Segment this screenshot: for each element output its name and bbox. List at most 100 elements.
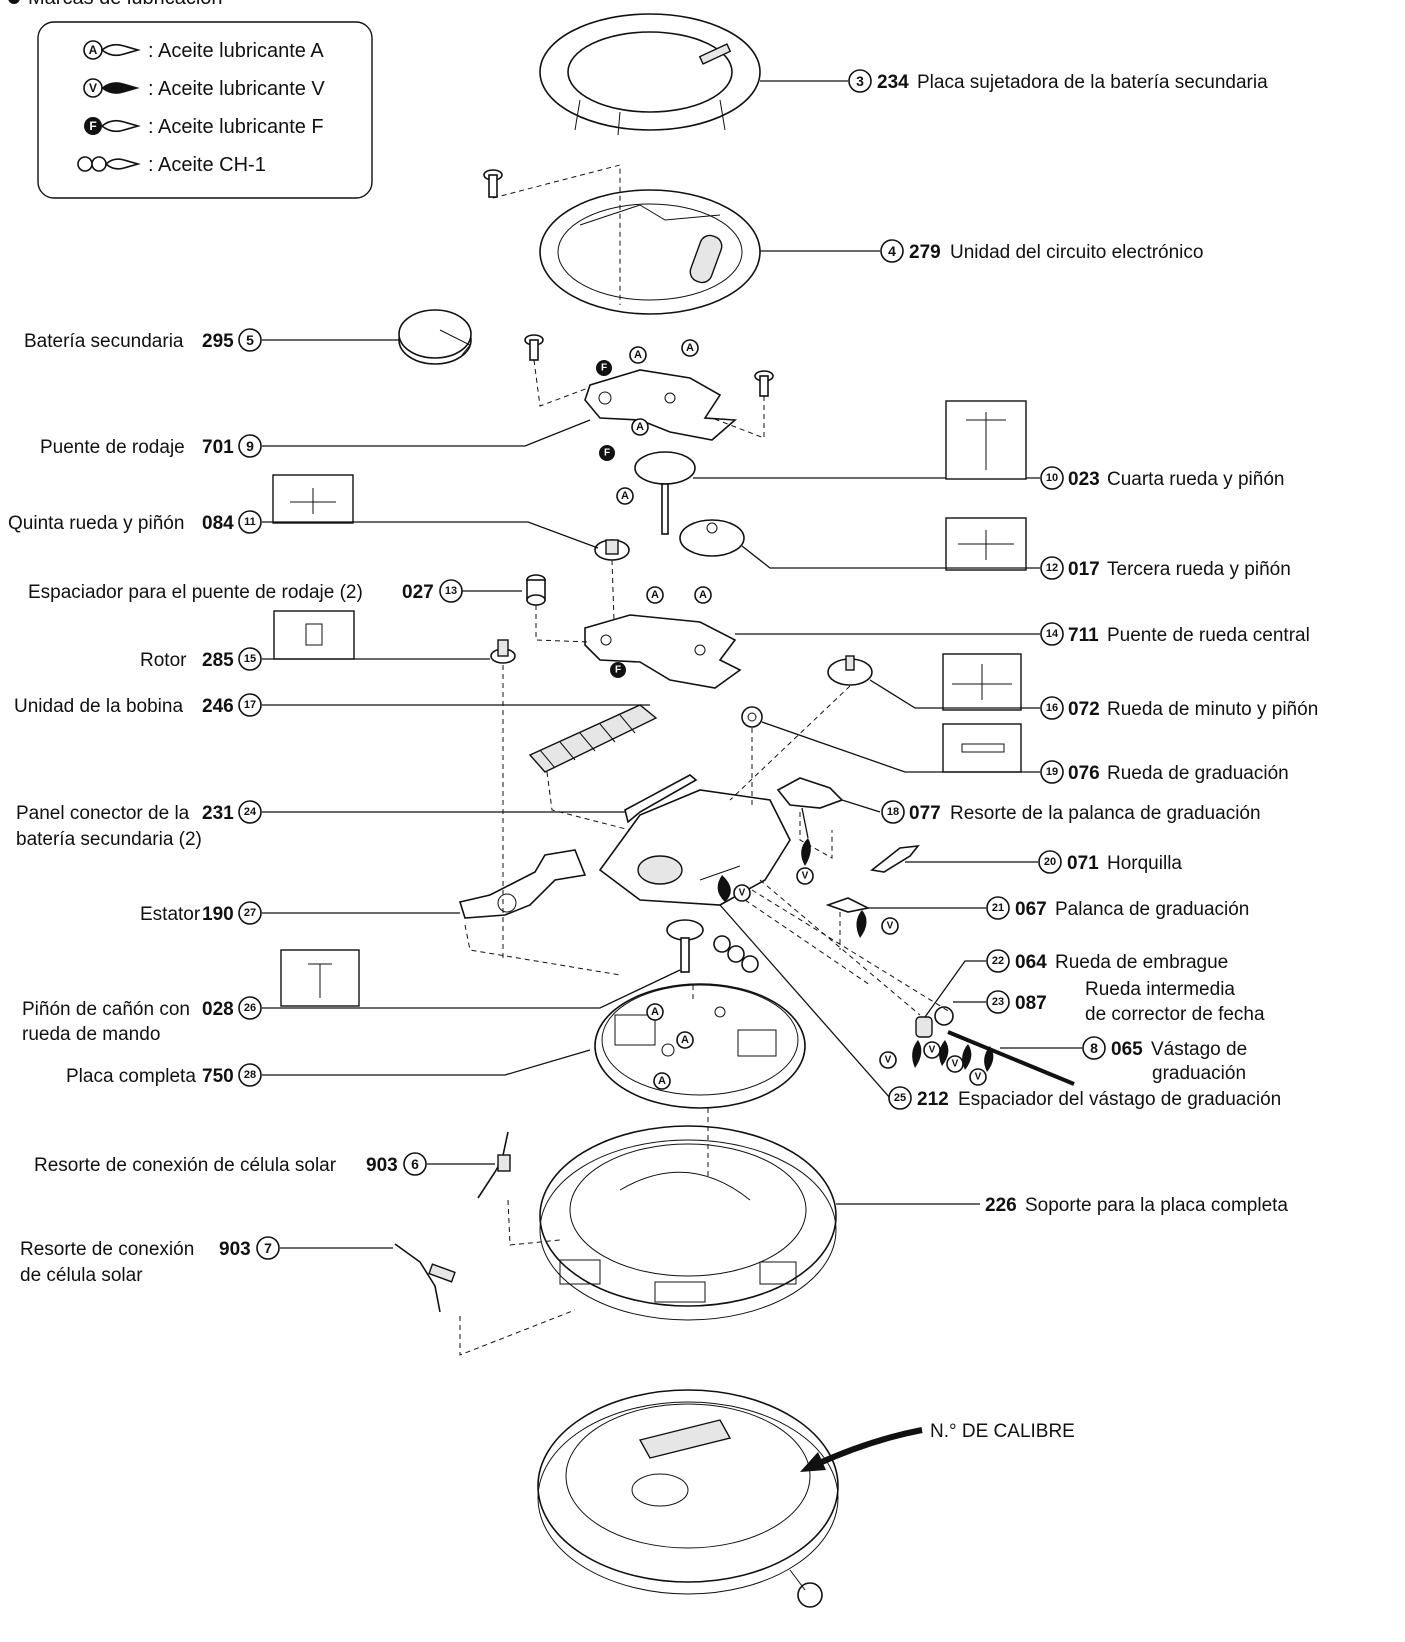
svg-text:234: 234 — [877, 72, 909, 93]
callout-25: 25 212 Espaciador del vástago de graduac… — [888, 1086, 1281, 1110]
svg-text:Quinta rueda y piñón: Quinta rueda y piñón — [8, 513, 184, 534]
svg-text:12: 12 — [1046, 562, 1058, 574]
callout-20: 20 071 Horquilla — [1038, 850, 1182, 874]
legend-box — [37, 21, 373, 199]
svg-text:750: 750 — [202, 1066, 234, 1087]
svg-text:076: 076 — [1068, 763, 1100, 784]
part-battery-connector-panel — [624, 774, 698, 824]
svg-text:Rueda intermedia: Rueda intermedia — [1085, 979, 1235, 1000]
svg-text:3: 3 — [856, 73, 864, 89]
part-yoke — [870, 844, 920, 873]
svg-text:701: 701 — [202, 437, 234, 458]
svg-text:Panel conector de la: Panel conector de la — [16, 803, 190, 824]
svg-text:11: 11 — [244, 516, 256, 528]
lubrication-legend: Marcas de lubricación A : Aceite lubrica… — [8, 0, 373, 199]
svg-text:16: 16 — [1046, 702, 1058, 714]
svg-text:Espaciador del vástago de grad: Espaciador del vástago de graduación — [958, 1089, 1281, 1110]
svg-text:903: 903 — [219, 1239, 251, 1260]
svg-text:Espaciador para el puente de r: Espaciador para el puente de rodaje (2) — [28, 582, 363, 603]
svg-text:231: 231 — [202, 803, 234, 824]
svg-text:072: 072 — [1068, 699, 1100, 720]
part-assembled-movement — [537, 1389, 839, 1608]
part-third-wheel — [679, 519, 745, 557]
svg-text:graduación: graduación — [1152, 1063, 1246, 1084]
svg-text:Piñón de cañón con: Piñón de cañón con — [22, 999, 190, 1020]
svg-text:028: 028 — [202, 999, 234, 1020]
part-fifth-wheel — [594, 539, 630, 561]
callout-27: Estator 190 27 — [140, 901, 262, 925]
svg-text:19: 19 — [1046, 766, 1058, 778]
part-secondary-battery — [398, 309, 472, 365]
svg-text:Soporte para la placa completa: Soporte para la placa completa — [1025, 1195, 1288, 1216]
svg-text:V: V — [929, 1045, 936, 1056]
svg-text:Horquilla: Horquilla — [1107, 853, 1182, 874]
part-rotor — [490, 639, 516, 664]
legend-row-oil-a: A : Aceite lubricante A — [83, 40, 324, 62]
calibre-number-label: N.° DE CALIBRE — [930, 1421, 1075, 1442]
svg-text:rueda de mando: rueda de mando — [22, 1024, 160, 1045]
part-setting-lever-spring — [776, 777, 844, 866]
svg-text:Rueda de embrague: Rueda de embrague — [1055, 952, 1228, 973]
callout-15: Rotor 285 15 — [140, 647, 262, 671]
legend-bullet-icon — [8, 0, 20, 4]
svg-text:084: 084 — [202, 513, 234, 534]
svg-text:9: 9 — [246, 438, 254, 454]
svg-text:28: 28 — [244, 1069, 256, 1081]
svg-text:batería secundaria (2): batería secundaria (2) — [16, 829, 202, 850]
svg-text:711: 711 — [1068, 625, 1099, 646]
part-train-wheel-bridge — [584, 369, 737, 441]
callout-226: 226 Soporte para la placa completa — [985, 1195, 1288, 1216]
svg-text:F: F — [601, 363, 607, 374]
svg-text:Resorte de la palanca de gradu: Resorte de la palanca de graduación — [950, 803, 1261, 824]
svg-text:A: A — [89, 43, 98, 57]
svg-text:067: 067 — [1015, 899, 1047, 920]
part-solar-connection-spring-2 — [394, 1243, 456, 1313]
svg-text:de corrector de fecha: de corrector de fecha — [1085, 1004, 1265, 1025]
legend-label-oil-a: : Aceite lubricante A — [148, 40, 324, 62]
svg-text:212: 212 — [917, 1089, 949, 1110]
part-main-frame — [598, 789, 791, 906]
svg-text:7: 7 — [264, 1240, 272, 1256]
callout-14: 14 711 Puente de rueda central — [1040, 622, 1310, 646]
svg-text:15: 15 — [244, 653, 256, 665]
svg-text:Resorte de conexión de célula: Resorte de conexión de célula solar — [34, 1155, 337, 1176]
svg-text:V: V — [885, 1055, 892, 1066]
svg-text:246: 246 — [202, 696, 234, 717]
svg-text:4: 4 — [888, 243, 896, 259]
legend-title: Marcas de lubricación — [28, 0, 223, 9]
svg-text:226: 226 — [985, 1195, 1017, 1216]
svg-text:Puente de rueda central: Puente de rueda central — [1107, 625, 1310, 646]
svg-text:10: 10 — [1046, 472, 1058, 484]
svg-text:Placa sujetadora de la batería: Placa sujetadora de la batería secundari… — [917, 72, 1268, 93]
svg-text:Unidad del circuito electrónic: Unidad del circuito electrónico — [950, 242, 1203, 263]
svg-text:F: F — [615, 665, 621, 676]
part-minute-wheel — [827, 655, 873, 686]
part-coil-unit — [528, 704, 658, 773]
part-bridge-spacer — [526, 574, 546, 606]
assembly-guide-lines — [459, 164, 951, 1356]
svg-text:087: 087 — [1015, 993, 1047, 1014]
svg-text:de célula solar: de célula solar — [20, 1265, 143, 1286]
svg-text:26: 26 — [244, 1002, 256, 1014]
svg-text:17: 17 — [244, 699, 256, 711]
part-cannon-pinion — [666, 919, 704, 973]
calibre-arrow-icon — [813, 1427, 923, 1468]
svg-text:13: 13 — [445, 585, 457, 597]
svg-text:F: F — [604, 448, 610, 459]
callout-10: 10 023 Cuarta rueda y piñón — [1040, 466, 1284, 490]
svg-text:5: 5 — [246, 332, 254, 348]
part-main-plate-support — [539, 1125, 837, 1321]
oil-ch1-drops — [713, 935, 759, 973]
svg-text:V: V — [802, 871, 809, 882]
callout-23: 23 087 Rueda intermedia de corrector de … — [986, 979, 1265, 1025]
legend-label-oil-ch1: : Aceite CH-1 — [148, 154, 266, 176]
callout-3: 3 234 Placa sujetadora de la batería sec… — [848, 69, 1268, 93]
callout-4: 4 279 Unidad del circuito electrónico — [880, 239, 1203, 263]
part-fourth-wheel — [634, 451, 696, 535]
callout-24: Panel conector de la 231 24 batería secu… — [16, 800, 262, 850]
svg-text:064: 064 — [1015, 952, 1047, 973]
svg-text:Cuarta rueda y piñón: Cuarta rueda y piñón — [1107, 469, 1284, 490]
oil-f-icon — [84, 117, 102, 135]
callout-28: Placa completa 750 28 — [66, 1063, 262, 1087]
callout-5: Batería secundaria 295 5 — [24, 328, 262, 352]
